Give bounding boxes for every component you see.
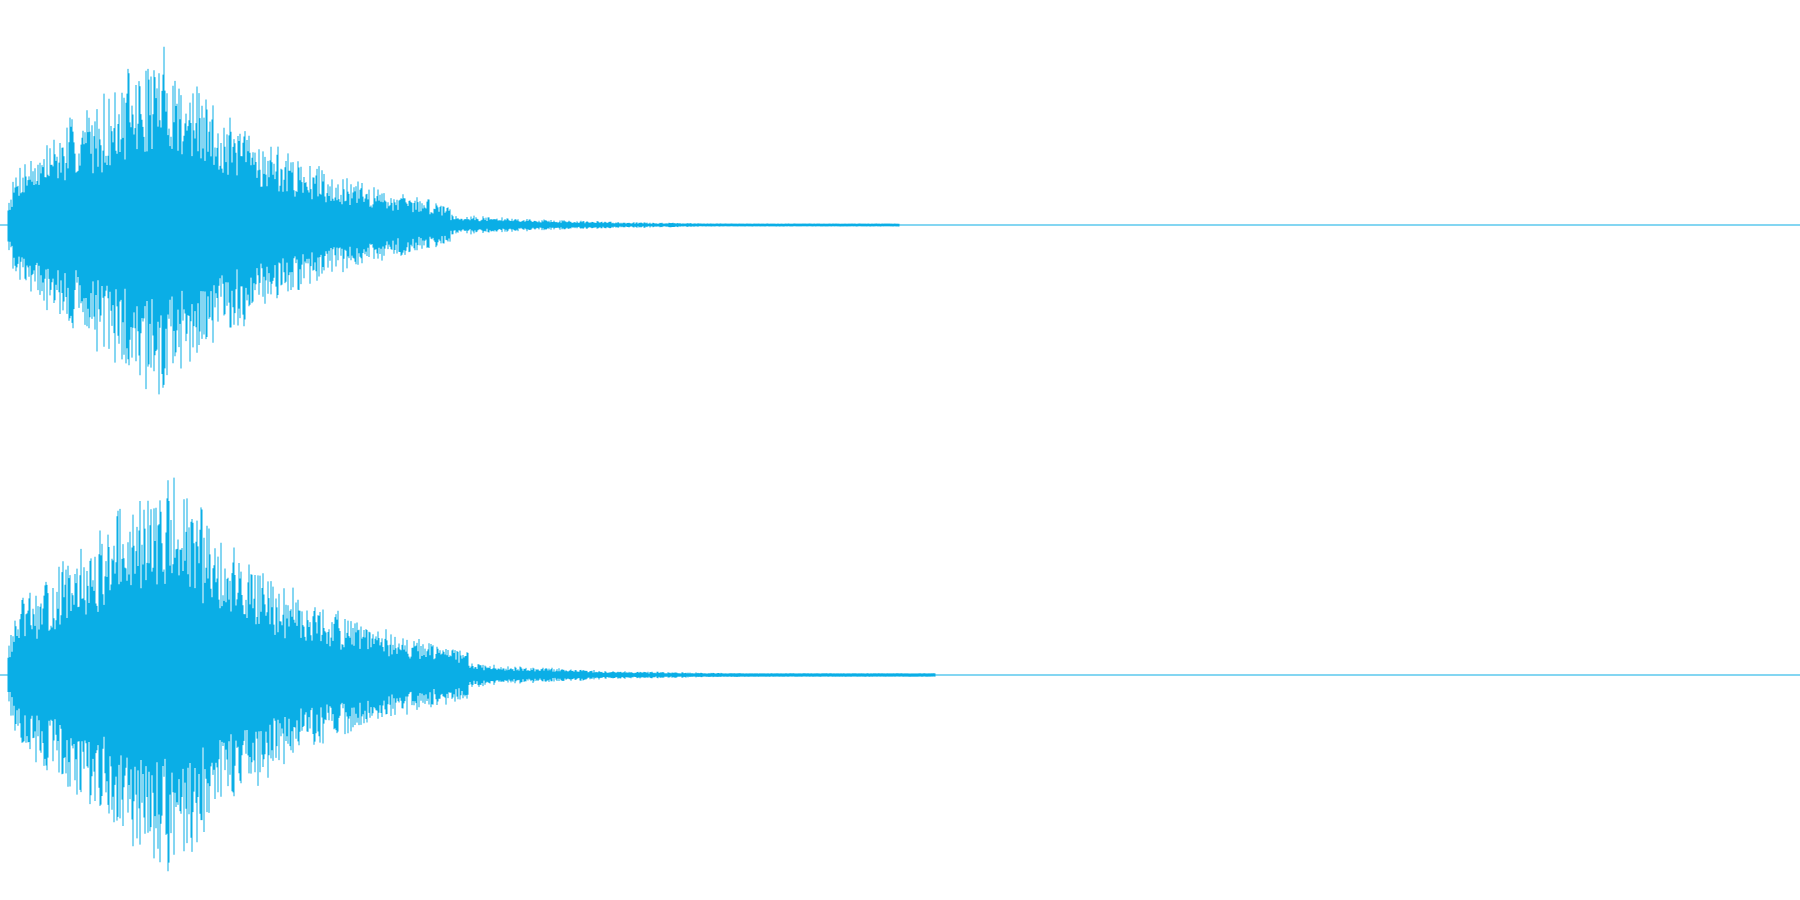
channel-2-waveform bbox=[0, 477, 1800, 872]
waveform-samples bbox=[7, 46, 900, 395]
waveform-samples bbox=[7, 477, 936, 872]
channel-1-waveform bbox=[0, 46, 1800, 395]
